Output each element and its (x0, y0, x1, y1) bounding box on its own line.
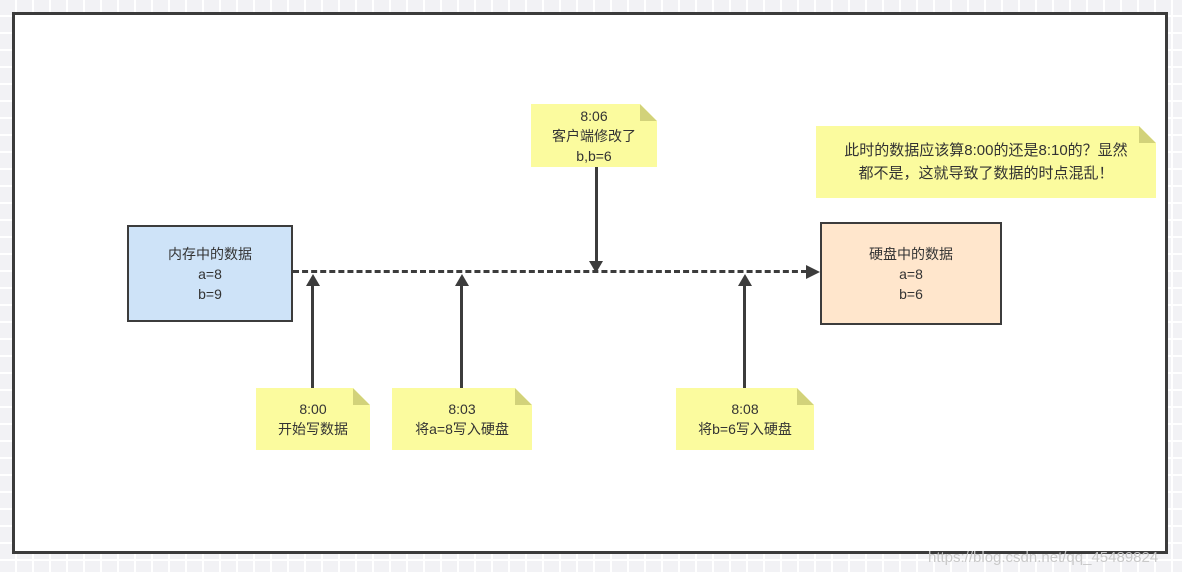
disk-box-value-a: a=8 (899, 265, 923, 282)
comment-line-1: 此时的数据应该算8:00的还是8:10的？显然 (844, 142, 1128, 159)
note-800-text: 开始写数据 (278, 421, 348, 437)
watermark-text: https://blog.csdn.net/qq_45489824 (928, 549, 1159, 566)
note-808-arrow-line (743, 286, 746, 388)
arrowhead-up-icon (455, 274, 469, 286)
comment-line-2: 都不是，这就导致了数据的时点混乱！ (858, 165, 1114, 182)
note-fold-icon (515, 388, 532, 405)
timeline-comment-note: 此时的数据应该算8:00的还是8:10的？显然 都不是，这就导致了数据的时点混乱… (816, 126, 1156, 198)
memory-box-value-b: b=9 (198, 285, 222, 302)
note-803-time: 8:03 (448, 401, 476, 417)
note-803: 8:03 将a=8写入硬盘 (392, 388, 532, 450)
note-fold-icon (640, 104, 657, 121)
disk-box-title: 硬盘中的数据 (869, 245, 953, 262)
note-806-arrow-line (595, 167, 598, 261)
note-806-text-1: 客户端修改了 (552, 127, 636, 144)
note-fold-icon (797, 388, 814, 405)
note-fold-icon (1139, 126, 1156, 143)
note-803-arrow-line (460, 286, 463, 388)
note-806-text-2: b,b=6 (576, 147, 612, 164)
note-800: 8:00 开始写数据 (256, 388, 370, 450)
memory-to-disk-dashed-line (293, 270, 807, 273)
disk-data-box: 硬盘中的数据 a=8 b=6 (820, 222, 1002, 325)
arrowhead-up-icon (306, 274, 320, 286)
disk-box-value-b: b=6 (899, 285, 923, 302)
note-800-time: 8:00 (299, 401, 327, 417)
note-806-time: 8:06 (580, 107, 608, 124)
memory-data-box: 内存中的数据 a=8 b=9 (127, 225, 293, 322)
arrowhead-up-icon (738, 274, 752, 286)
note-800-arrow-line (311, 286, 314, 388)
arrowhead-down-icon (589, 261, 603, 273)
note-806: 8:06 客户端修改了 b,b=6 (531, 104, 657, 167)
memory-box-value-a: a=8 (198, 265, 222, 282)
note-808-time: 8:08 (731, 401, 759, 417)
arrowhead-right-icon (806, 265, 820, 279)
note-803-text: 将a=8写入硬盘 (415, 421, 509, 437)
note-fold-icon (353, 388, 370, 405)
note-808: 8:08 将b=6写入硬盘 (676, 388, 814, 450)
memory-box-title: 内存中的数据 (168, 245, 252, 262)
note-808-text: 将b=6写入硬盘 (698, 421, 792, 437)
